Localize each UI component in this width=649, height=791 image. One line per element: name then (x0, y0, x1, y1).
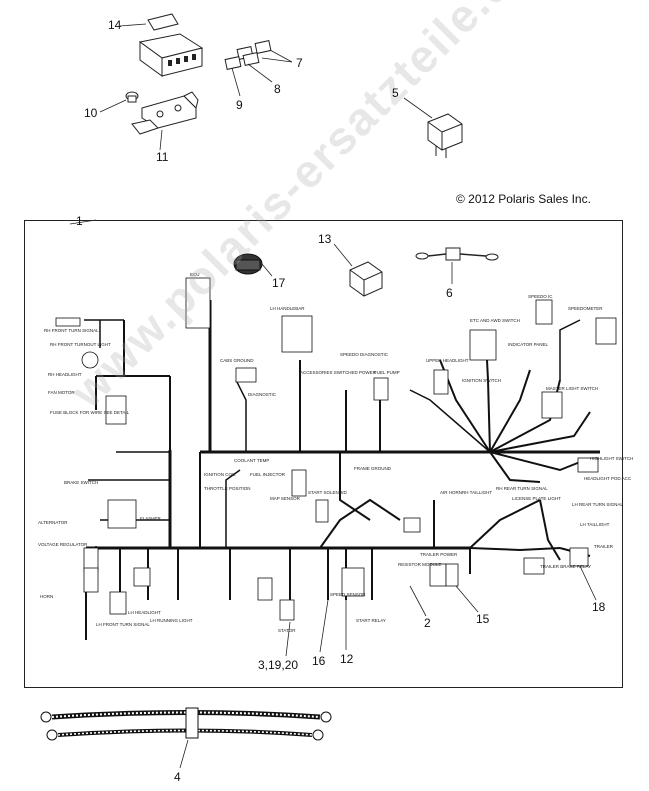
label-throttle-position: THROTTLE POSITION (204, 486, 251, 491)
label-frame-ground: FRAME GROUND (354, 466, 392, 471)
label-ignition-coil: IGNITION COIL (204, 472, 236, 477)
harness-connectors (55, 277, 617, 621)
leader-lines (69, 219, 597, 657)
label-trailer-power: TRAILER POWER (420, 552, 458, 557)
callout-1[interactable]: 1 (76, 214, 83, 228)
label-fuel-injector: FUEL INJECTOR (250, 472, 286, 477)
label-speedo-diagnostic: SPEEDO DIAGNOSTIC (340, 352, 389, 357)
callout-9[interactable]: 9 (236, 98, 243, 112)
label-etc-awd: ETC AND AWD SWITCH (470, 318, 520, 323)
label-stator: STATOR (278, 628, 296, 633)
callout-7[interactable]: 7 (296, 56, 303, 70)
label-trailer: TRAILER (594, 544, 614, 549)
label-cabs-ground: CABS GROUND (220, 358, 254, 363)
label-brake-switch: BRAKE SWITCH (64, 480, 98, 485)
label-start-solenoid: START SOLENOID (308, 490, 348, 495)
label-rh-rear-turn: RH REAR TURN SIGNAL (496, 486, 548, 491)
label-speed-sensor: SPEED SENSOR (330, 592, 366, 597)
part-5-relay[interactable] (427, 113, 463, 158)
label-lh-running: LH RUNNING LIGHT (150, 618, 193, 623)
callout-12[interactable]: 12 (340, 652, 354, 666)
label-fuse-block: FUSE BLOCK FOR WIRE SEE DETAIL (50, 410, 130, 415)
callout-10[interactable]: 10 (84, 106, 98, 120)
callout-17[interactable]: 17 (272, 276, 286, 290)
label-start-relay: START RELAY (356, 618, 386, 623)
label-headlight-pod: HEADLIGHT POD ACC (584, 476, 632, 481)
label-lh-rear-turn: LH REAR TURN SIGNAL (572, 502, 623, 507)
label-fuel-pump: FUEL PUMP (374, 370, 400, 375)
callout-18[interactable]: 18 (592, 600, 606, 614)
callout-2[interactable]: 2 (424, 616, 431, 630)
label-lh-taillight: LH TAILLIGHT (580, 522, 610, 527)
label-lh-handlebar: LH HANDLEBAR (270, 306, 305, 311)
callout-13[interactable]: 13 (318, 232, 332, 246)
label-lh-headlight: LH HEADLIGHT (128, 610, 161, 615)
label-fan-motor: FAN MOTOR (48, 390, 75, 395)
part-4-cable[interactable] (40, 707, 332, 741)
callout-4[interactable]: 4 (174, 770, 181, 784)
label-rh-headlight: RH HEADLIGHT (48, 372, 82, 377)
callout-15[interactable]: 15 (476, 612, 490, 626)
label-ecu: ECU (190, 272, 200, 277)
part-13-relay[interactable] (349, 261, 383, 297)
label-license-plate: LICENSE PLATE LIGHT (512, 496, 561, 501)
label-resistor-module: RESISTOR MODULE (398, 562, 441, 567)
label-flasher: FLASHER (140, 516, 162, 521)
callout-16[interactable]: 16 (312, 654, 326, 668)
label-rh-front-turn-light: RH FRONT TURNOUT LIGHT (50, 342, 111, 347)
callout-8[interactable]: 8 (274, 82, 281, 96)
label-accessories: ACCESSORIES SWITCHED POWER (300, 370, 377, 375)
label-rh-front-turn: RH FRONT TURN SIGNAL (44, 328, 99, 333)
label-voltage-regulator: VOLTAGE REGULATOR (38, 542, 88, 547)
callout-3-19-20[interactable]: 3,19,20 (258, 658, 299, 672)
label-horn: HORN (40, 594, 53, 599)
label-air-horn: AIR HORN (440, 490, 462, 495)
label-alternator: ALTERNATOR (38, 520, 68, 525)
label-trailer-brake-relay: TRAILER BRAKE RELAY (540, 564, 591, 569)
copyright-text: © 2012 Polaris Sales Inc. (456, 192, 591, 206)
label-master-light: MASTER LIGHT SWITCH (546, 386, 598, 391)
callout-11[interactable]: 11 (156, 150, 169, 164)
part-10-screw[interactable] (125, 91, 139, 103)
part-6-inline-fuse[interactable] (415, 247, 499, 261)
label-lh-front-turn: LH FRONT TURN SIGNAL (96, 622, 150, 627)
label-diagnostic: DIAGNOSTIC (248, 392, 277, 397)
label-ignition-switch: IGNITION SWITCH (462, 378, 501, 383)
label-indicator-panel: INDICATOR PANEL (508, 342, 549, 347)
part-11-bracket[interactable] (131, 91, 199, 135)
label-rh-taillight: RH TAILLIGHT (462, 490, 492, 495)
harness-assembly-frame (24, 220, 623, 688)
part-14-label[interactable] (147, 13, 179, 31)
label-coolant-temp: COOLANT TEMP (234, 458, 269, 463)
label-speedo-ic: SPEEDO IC (528, 294, 553, 299)
label-map-sensor: MAP SENSOR (270, 496, 301, 501)
callout-5[interactable]: 5 (392, 86, 399, 100)
part-fuse-block[interactable] (138, 33, 204, 77)
label-highlight-switch: HIGHLIGHT SWITCH (590, 456, 633, 461)
callout-6[interactable]: 6 (446, 286, 453, 300)
label-upper-headlight: UPPER HEADLIGHT (426, 358, 469, 363)
callout-14[interactable]: 14 (108, 18, 122, 32)
part-17-connector[interactable] (233, 253, 263, 275)
part-7-8-9-fuses[interactable] (224, 40, 272, 70)
label-speedometer: SPEEDOMETER (568, 306, 603, 311)
